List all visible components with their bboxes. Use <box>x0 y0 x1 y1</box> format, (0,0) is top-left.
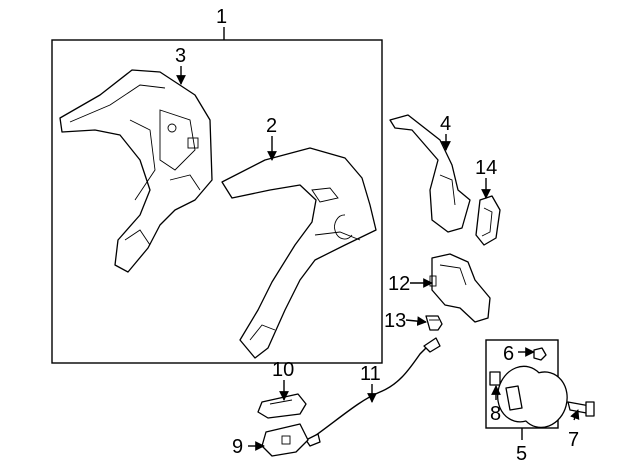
callout-14: 14 <box>475 157 497 179</box>
callout-6: 6 <box>503 343 514 365</box>
callout-leaders <box>176 66 580 451</box>
callout-1: 1 <box>216 6 227 28</box>
inner-quarter-panel <box>59 69 213 273</box>
callout-13: 13 <box>384 310 406 332</box>
bolt <box>425 315 443 331</box>
callout-10: 10 <box>272 359 294 381</box>
bracket <box>389 114 471 233</box>
outer-quarter-panel <box>221 147 377 359</box>
callout-5: 5 <box>516 443 527 465</box>
release-handle <box>257 393 307 419</box>
release-cable <box>305 337 441 447</box>
callout-8: 8 <box>490 403 501 425</box>
fuel-filler-housing <box>429 253 491 323</box>
handle-base <box>261 423 309 457</box>
fuel-door <box>489 365 568 429</box>
assembly-box <box>51 27 383 364</box>
callout-12: 12 <box>388 273 410 295</box>
callout-7: 7 <box>568 429 579 451</box>
callout-labels: 1 3 2 4 14 12 13 6 8 5 7 10 9 11 <box>175 6 579 465</box>
small-panel <box>475 195 501 246</box>
callout-2: 2 <box>266 115 277 137</box>
callout-9: 9 <box>232 436 243 458</box>
callout-11: 11 <box>360 363 381 385</box>
callout-4: 4 <box>440 113 451 135</box>
bumper <box>533 347 547 361</box>
callout-3: 3 <box>175 45 186 67</box>
release-pin <box>567 401 595 417</box>
